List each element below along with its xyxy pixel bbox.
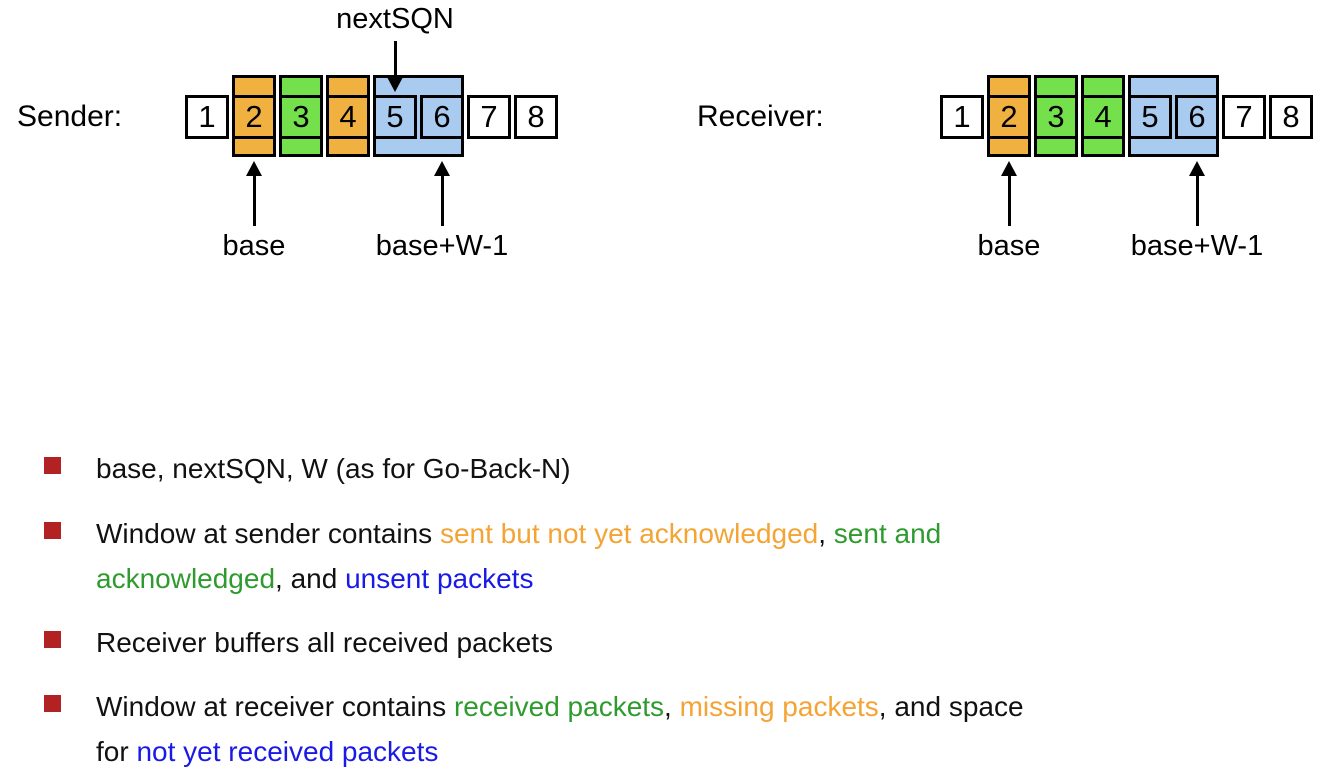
sender-sequence-number: 7 xyxy=(480,99,498,134)
bullet-square-marker xyxy=(44,522,61,539)
bullet-text: Window at sender contains sent but not y… xyxy=(96,511,941,601)
receiver-sequence-cell: 4 xyxy=(1081,95,1125,139)
sender-pointer-arrow-line xyxy=(252,175,256,226)
receiver-label: Receiver: xyxy=(697,100,824,133)
sender-sequence-cell: 5 xyxy=(373,95,417,139)
receiver-sequence-cell: 8 xyxy=(1269,95,1313,139)
sender-sequence-cell: 4 xyxy=(326,95,370,139)
bullet-text: Window at receiver contains received pac… xyxy=(96,684,1024,771)
bullet-text-segment: , and xyxy=(275,563,346,594)
bullet-text-segment: sent and xyxy=(833,518,942,549)
receiver-window-cell-overlay xyxy=(987,75,1031,157)
receiver-sequence-number: 8 xyxy=(1282,99,1300,134)
sender-sequence-cell: 3 xyxy=(279,95,323,139)
sender-sequence-cell: 7 xyxy=(467,95,511,139)
bullet-square-marker xyxy=(44,631,61,648)
receiver-base-label: base xyxy=(977,230,1041,262)
receiver-sequence-number: 5 xyxy=(1141,99,1159,134)
receiver-arrowhead-up-icon xyxy=(1189,161,1205,176)
receiver-sequence-cell: 1 xyxy=(940,95,984,139)
receiver-sequence-cell: 7 xyxy=(1222,95,1266,139)
bullet-text-segment: not yet received packets xyxy=(136,736,439,767)
receiver-sequence-number: 4 xyxy=(1094,99,1112,134)
receiver-window-cell-overlay xyxy=(1128,75,1219,157)
receiver-base-plus-w-1-label: base+W-1 xyxy=(1130,230,1264,262)
bullet-item: Receiver buffers all received packets xyxy=(44,620,553,665)
bullet-text-segment: received packets xyxy=(453,691,665,722)
bullet-item: Window at sender contains sent but not y… xyxy=(44,511,941,601)
bullet-item: base, nextSQN, W (as for Go-Back-N) xyxy=(44,446,571,491)
bullet-text-segment: , xyxy=(818,518,834,549)
receiver-sequence-number: 3 xyxy=(1047,99,1065,134)
bullet-text-segment: sent but not yet acknowledged xyxy=(439,518,819,549)
bullet-text-segment: Window at receiver contains xyxy=(96,691,454,722)
receiver-sequence-number: 7 xyxy=(1235,99,1253,134)
receiver-arrowhead-up-icon xyxy=(1001,161,1017,176)
bullet-text-segment: unsent packets xyxy=(345,563,534,594)
receiver-sequence-number: 1 xyxy=(953,99,971,134)
bullet-text: base, nextSQN, W (as for Go-Back-N) xyxy=(96,446,571,491)
receiver-sequence-cell: 2 xyxy=(987,95,1031,139)
receiver-pointer-arrow-line xyxy=(1007,175,1011,226)
sender-sequence-number: 2 xyxy=(245,99,263,134)
bullet-text-segment: Window at sender contains xyxy=(96,518,440,549)
sender-sequence-number: 5 xyxy=(386,99,404,134)
sender-sequence-number: 8 xyxy=(527,99,545,134)
bullet-item: Window at receiver contains received pac… xyxy=(44,684,1024,771)
receiver-sequence-number: 2 xyxy=(1000,99,1018,134)
sender-label: Sender: xyxy=(17,100,123,133)
bullet-square-marker xyxy=(44,457,61,474)
bullet-text: Receiver buffers all received packets xyxy=(96,620,553,665)
sender-sequence-number: 4 xyxy=(339,99,357,134)
sender-sequence-cell: 8 xyxy=(514,95,558,139)
receiver-pointer-arrow-line xyxy=(1195,175,1199,226)
sender-sequence-cell: 1 xyxy=(185,95,229,139)
next-sqn-label: nextSQN xyxy=(336,3,454,35)
sender-pointer-arrow-line xyxy=(440,175,444,226)
next-sqn-arrow-line xyxy=(393,41,397,79)
sender-arrowhead-up-icon xyxy=(434,161,450,176)
receiver-sequence-number: 6 xyxy=(1188,99,1206,134)
bullet-text-segment: Receiver buffers all received packets xyxy=(96,627,554,658)
sender-sequence-number: 1 xyxy=(198,99,216,134)
receiver-sequence-cell: 5 xyxy=(1128,95,1172,139)
bullet-text-segment: missing packets xyxy=(679,691,879,722)
bullet-text-segment: , xyxy=(664,691,680,722)
bullet-square-marker xyxy=(44,695,61,712)
bullet-text-segment: acknowledged xyxy=(96,563,276,594)
bullet-text-segment: base, nextSQN, W (as for Go-Back-N) xyxy=(96,453,571,484)
sender-base-label: base xyxy=(222,230,286,262)
sender-sequence-cell: 2 xyxy=(232,95,276,139)
receiver-sequence-cell: 6 xyxy=(1175,95,1219,139)
sender-sequence-cell: 6 xyxy=(420,95,464,139)
sender-sequence-number: 6 xyxy=(433,99,451,134)
sender-window-cell-overlay xyxy=(326,75,370,157)
sender-base-plus-w-1-label: base+W-1 xyxy=(375,230,509,262)
sender-sequence-number: 3 xyxy=(292,99,310,134)
receiver-sequence-cell: 3 xyxy=(1034,95,1078,139)
bullet-text-segment: , and space xyxy=(878,691,1024,722)
sender-arrowhead-up-icon xyxy=(246,161,262,176)
next-sqn-arrowhead-down-icon xyxy=(387,77,403,92)
bullet-text-segment: for xyxy=(96,736,137,767)
